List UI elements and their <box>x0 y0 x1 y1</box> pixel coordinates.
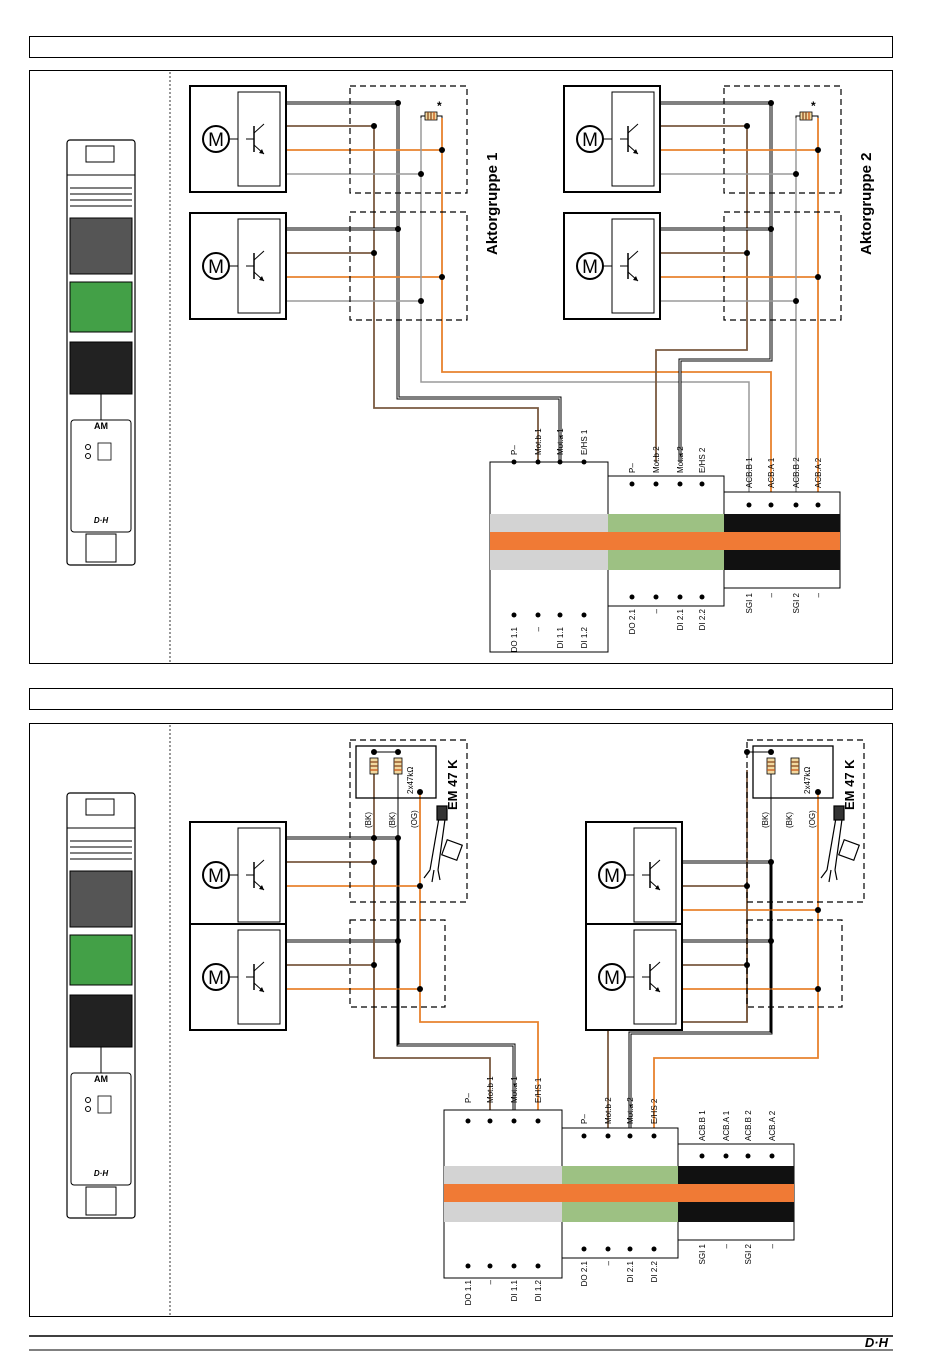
motor-symbol: M <box>208 257 224 278</box>
motor-unit-7 <box>585 821 683 929</box>
footer-logo: D·H <box>865 1335 889 1350</box>
terminal-label: E/HS 2 <box>698 447 707 473</box>
terminal-label: ACB.A 1 <box>722 1110 731 1141</box>
wires-diagram-1 <box>285 101 819 505</box>
em47k-label: EM 47 K <box>445 759 460 810</box>
terminal-label: P– <box>510 445 519 455</box>
terminal-label: P– <box>628 463 637 473</box>
terminal-label: DI 2.2 <box>650 1260 659 1282</box>
terminal-label: ACB.B 2 <box>792 457 801 488</box>
terminal-label: DO 2.1 <box>580 1260 589 1286</box>
wire-color-label: (OG) <box>410 810 419 828</box>
header-bar-2 <box>29 688 893 710</box>
wiring-panel-1 <box>29 70 893 664</box>
terminal-label: SGI 2 <box>792 592 801 613</box>
terminal-label: Mot.a 2 <box>676 446 685 473</box>
resistor-asterisk: * <box>811 99 816 113</box>
terminal-label: ACB.A 1 <box>767 457 776 488</box>
terminal-label: DI 2.1 <box>676 608 685 630</box>
terminal-label: Mot.a 1 <box>556 428 565 455</box>
terminal-label: DI 1.2 <box>580 626 589 648</box>
terminal-label: DI 1.2 <box>534 1279 543 1301</box>
terminal-label: DI 1.1 <box>556 626 565 648</box>
wires-diagram-2 <box>285 751 819 1136</box>
resistor-value: 2x47kΩ <box>803 767 812 794</box>
group-label-2: Aktorgruppe 2 <box>858 152 875 255</box>
motor-symbol: M <box>208 968 224 989</box>
device-logo: D·H <box>94 1169 108 1178</box>
terminal-label: – <box>814 592 823 597</box>
motor-symbol: M <box>208 866 224 887</box>
device-module-2: AM D·H <box>66 792 136 1219</box>
terminal-label: – <box>652 608 661 613</box>
terminal-label: Mot.b 2 <box>604 1097 613 1124</box>
device-module-1: AM D·H <box>66 139 136 566</box>
motor-unit-1 <box>189 85 287 193</box>
terminal-label: P– <box>580 1114 589 1124</box>
terminal-label: DI 2.2 <box>698 608 707 630</box>
terminal-label: P– <box>464 1093 473 1103</box>
terminal-label: – <box>604 1260 613 1265</box>
terminal-label: ACB.A 2 <box>814 457 823 488</box>
terminal-label: DI 2.1 <box>626 1260 635 1282</box>
terminal-label: – <box>768 1243 777 1248</box>
header-bar-1 <box>29 36 893 58</box>
motor-symbol: M <box>604 968 620 989</box>
resistor-asterisk: * <box>437 99 442 113</box>
motor-unit-8 <box>585 923 683 1031</box>
wire-color-label: (BK) <box>388 812 397 828</box>
terminal-label: ACB.B 2 <box>744 1110 753 1141</box>
motor-unit-3 <box>563 85 661 193</box>
motor-symbol: M <box>208 130 224 151</box>
motor-unit-4 <box>563 212 661 320</box>
wire-color-label: (BK) <box>364 812 373 828</box>
terminal-label: – <box>486 1279 495 1284</box>
terminal-label: – <box>722 1243 731 1248</box>
terminal-label: E/HS 2 <box>650 1098 659 1124</box>
group-label-1: Aktorgruppe 1 <box>484 152 501 255</box>
terminal-label: SGI 1 <box>698 1243 707 1264</box>
terminal-label: ACB.B 1 <box>698 1110 707 1141</box>
terminal-label: Mot.a 2 <box>626 1097 635 1124</box>
terminal-label: Mot.a 1 <box>510 1076 519 1103</box>
motor-symbol: M <box>582 257 598 278</box>
device-model-label: AM <box>94 421 108 431</box>
terminal-label: DO 2.1 <box>628 608 637 634</box>
terminal-label: Mot.b 1 <box>486 1076 495 1103</box>
motor-unit-2 <box>189 212 287 320</box>
sensor-icon <box>423 805 464 883</box>
terminal-label: – <box>767 592 776 597</box>
terminal-block-1 <box>489 461 841 653</box>
terminal-label: SGI 1 <box>745 592 754 613</box>
device-logo: D·H <box>94 516 108 525</box>
motor-symbol: M <box>604 866 620 887</box>
terminal-label: DO 1.1 <box>464 1279 473 1305</box>
wiring-panel-2 <box>29 723 893 1317</box>
terminal-label: SGI 2 <box>744 1243 753 1264</box>
terminal-label: ACB.B 1 <box>745 457 754 488</box>
em47k-label: EM 47 K <box>842 759 857 810</box>
motor-unit-5 <box>189 821 287 929</box>
resistor-value: 2x47kΩ <box>406 767 415 794</box>
terminal-label: E/HS 1 <box>580 429 589 455</box>
wire-color-label: (BK) <box>761 812 770 828</box>
wire-color-label: (OG) <box>808 810 817 828</box>
device-model-label: AM <box>94 1074 108 1084</box>
terminal-label: – <box>534 626 543 631</box>
terminal-block-2 <box>443 1109 795 1279</box>
terminal-label: DI 1.1 <box>510 1279 519 1301</box>
motor-unit-6 <box>189 923 287 1031</box>
terminal-label: Mot.b 1 <box>534 428 543 455</box>
terminal-label: DO 1.1 <box>510 626 519 652</box>
motor-symbol: M <box>582 130 598 151</box>
sensor-icon <box>820 805 861 883</box>
terminal-label: ACB.A 2 <box>768 1110 777 1141</box>
terminal-label: Mot.b 2 <box>652 446 661 473</box>
wire-color-label: (BK) <box>785 812 794 828</box>
terminal-label: E/HS 1 <box>534 1077 543 1103</box>
